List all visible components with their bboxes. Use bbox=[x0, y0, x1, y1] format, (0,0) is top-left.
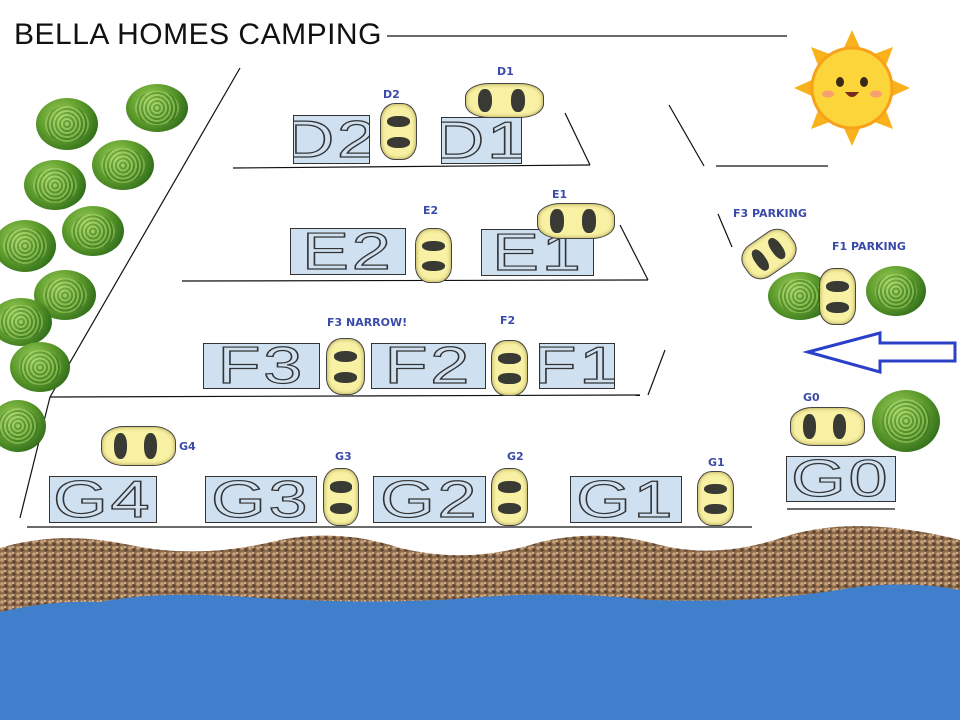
bush-icon bbox=[0, 220, 56, 272]
site-f2[interactable]: F2 bbox=[371, 343, 486, 389]
bush-icon bbox=[872, 390, 940, 452]
site-f1[interactable]: F1 bbox=[539, 343, 615, 389]
car-label-d1: D1 bbox=[497, 65, 514, 78]
site-label: D1 bbox=[442, 118, 521, 163]
site-f3[interactable]: F3 bbox=[203, 343, 320, 389]
site-g4[interactable]: G4 bbox=[49, 476, 157, 523]
car-icon bbox=[323, 468, 359, 526]
car-icon bbox=[491, 468, 528, 526]
car-label-e2: E2 bbox=[423, 204, 439, 217]
bush-icon bbox=[866, 266, 926, 316]
site-label: F2 bbox=[384, 343, 473, 389]
sun-icon bbox=[794, 30, 910, 146]
site-label: F3 bbox=[217, 343, 306, 389]
car-icon bbox=[326, 338, 365, 395]
site-g3[interactable]: G3 bbox=[205, 476, 317, 523]
site-e2[interactable]: E2 bbox=[290, 228, 406, 275]
water bbox=[0, 584, 960, 720]
car-icon bbox=[491, 340, 528, 396]
site-label: E2 bbox=[302, 228, 394, 275]
bush-icon bbox=[0, 298, 52, 346]
f3-parking-label: F3 PARKING bbox=[733, 207, 807, 220]
car-icon bbox=[819, 268, 856, 325]
car-icon bbox=[697, 471, 734, 526]
car-icon bbox=[415, 228, 452, 283]
site-label: G3 bbox=[211, 476, 311, 523]
site-g1[interactable]: G1 bbox=[570, 476, 682, 523]
car-label-e1: E1 bbox=[552, 188, 568, 201]
car-icon bbox=[380, 103, 417, 160]
site-g2[interactable]: G2 bbox=[373, 476, 486, 523]
site-label: G0 bbox=[791, 456, 891, 502]
site-label: G2 bbox=[379, 476, 480, 523]
site-d2[interactable]: D2 bbox=[293, 115, 370, 164]
car-label-g0: G0 bbox=[803, 391, 820, 404]
gravel-beach bbox=[0, 526, 960, 620]
site-label: G1 bbox=[576, 476, 676, 523]
site-label: D2 bbox=[294, 116, 369, 163]
car-icon bbox=[537, 203, 615, 239]
bush-icon bbox=[24, 160, 86, 210]
car-label-g4: G4 bbox=[179, 440, 196, 453]
car-label-g1: G1 bbox=[708, 456, 725, 469]
car-label-f2: F2 bbox=[500, 314, 516, 327]
site-g0[interactable]: G0 bbox=[786, 456, 896, 502]
bush-icon bbox=[92, 140, 154, 190]
car-icon bbox=[790, 407, 865, 446]
car-icon bbox=[465, 83, 544, 118]
site-label: G4 bbox=[53, 476, 153, 523]
car-label-f3: F3 NARROW! bbox=[327, 316, 408, 329]
f1-parking-label: F1 PARKING bbox=[832, 240, 906, 253]
car-label-g3: G3 bbox=[335, 450, 352, 463]
bush-icon bbox=[126, 84, 188, 132]
map-title: BELLA HOMES CAMPING bbox=[14, 18, 382, 51]
bush-icon bbox=[0, 400, 46, 452]
car-label-g2: G2 bbox=[507, 450, 524, 463]
site-label: F1 bbox=[540, 344, 614, 388]
bush-icon bbox=[10, 342, 70, 392]
site-d1[interactable]: D1 bbox=[441, 117, 522, 164]
car-label-d2: D2 bbox=[383, 88, 400, 101]
bush-icon bbox=[62, 206, 124, 256]
car-icon bbox=[101, 426, 176, 466]
bush-icon bbox=[36, 98, 98, 150]
